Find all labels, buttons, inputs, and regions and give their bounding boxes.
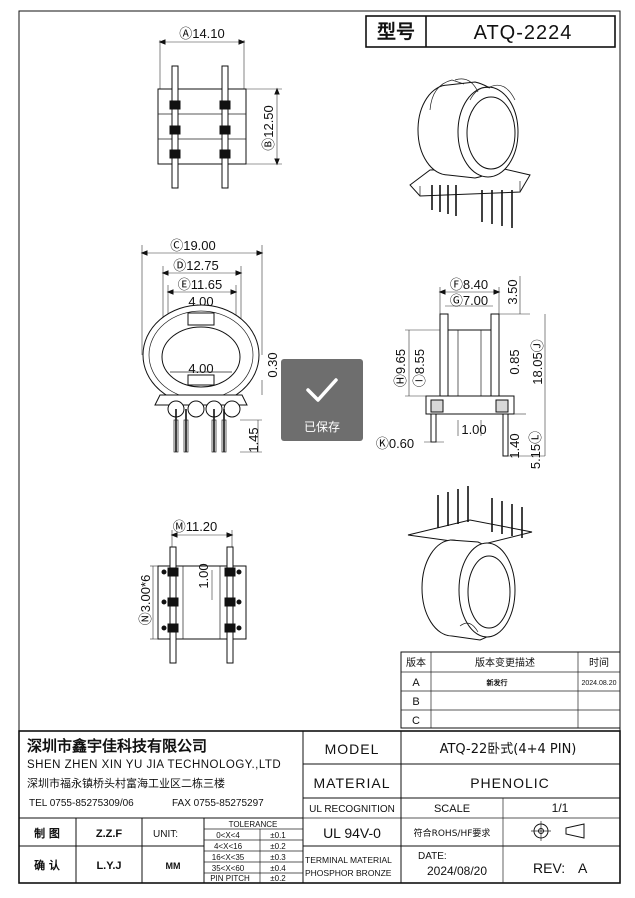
projection-symbol-icon: [531, 821, 585, 841]
model-value: ATQ-22卧式(4+4 PIN): [440, 742, 577, 757]
tolerance-title: TOLERANCE: [229, 820, 278, 829]
dim-a: Ⓐ14.10: [179, 26, 225, 41]
rev-row-a: A: [412, 677, 420, 689]
saved-toast-label: 已保存: [303, 420, 340, 434]
tol-value-3: ±0.3: [270, 853, 286, 862]
terminal-label-1: TERMINAL MATERIAL: [305, 855, 392, 865]
header-model-box: 型号 ATQ-2224: [365, 15, 616, 48]
bottom-view: Ⓜ11.20 Ⓝ3.00*6 1.00: [138, 519, 247, 664]
dim-d: Ⓓ12.75: [173, 258, 219, 273]
tol-value-1: ±0.1: [270, 831, 286, 840]
dim-j: 18.05Ⓙ: [530, 339, 545, 385]
saved-toast: 已保存: [281, 359, 363, 441]
terminal-label-2: PHOSPHOR BRONZE: [305, 868, 392, 878]
dim-b: Ⓑ12.50: [261, 105, 276, 151]
dim-k: Ⓚ0.60: [376, 436, 414, 451]
unit-label: UNIT:: [153, 829, 178, 840]
dim-gap: 0.30: [265, 352, 280, 377]
side-view: Ⓕ8.40 Ⓖ7.00 Ⓗ9.65 Ⓘ8.55 3.50 0.85 18.05Ⓙ…: [376, 276, 546, 469]
unit-value: MM: [166, 861, 181, 871]
scale-value: 1/1: [552, 801, 569, 815]
scale-label: SCALE: [434, 803, 470, 815]
date-label: DATE:: [418, 851, 447, 862]
rev-header-version: 版本: [406, 656, 426, 669]
dim-1-40: 1.40: [507, 433, 522, 458]
dim-f: Ⓕ8.40: [450, 277, 488, 292]
company-name-cn: 深圳市鑫宇佳科技有限公司: [27, 737, 207, 755]
company-address: 深圳市福永镇桥头村富海工业区二栋三楼: [27, 776, 225, 790]
tol-range-3: 16<X<35: [212, 853, 245, 862]
rev-row-c: C: [412, 715, 420, 727]
dim-e: Ⓔ11.65: [178, 277, 223, 292]
dim-n: Ⓝ3.00*6: [138, 575, 153, 626]
dim-3-50: 3.50: [505, 279, 520, 304]
company-fax: FAX 0755-85275297: [172, 798, 264, 809]
dim-pin-len: 1.45: [246, 427, 261, 452]
dim-slot-bottom: 4.00: [188, 361, 213, 376]
rev-row-b: B: [412, 696, 419, 708]
tol-value-2: ±0.2: [270, 842, 286, 851]
dim-m: Ⓜ11.20: [173, 519, 218, 534]
check-value: L.Y.J: [96, 860, 121, 872]
rohs-text: 符合ROHS/HF要求: [414, 827, 491, 839]
dim-1-00-bottom: 1.00: [196, 563, 211, 588]
rev-header-time: 时间: [589, 656, 609, 669]
ul-label: UL RECOGNITION: [309, 804, 395, 815]
iso-view-top: [409, 78, 531, 228]
tol-range-1: 0<X<4: [216, 831, 240, 840]
drawn-label: 制 图: [34, 826, 60, 840]
company-tel: TEL 0755-85275309/06: [29, 798, 134, 809]
dim-h: Ⓗ9.65: [393, 349, 408, 387]
model-label: MODEL: [325, 741, 380, 757]
check-label: 确 认: [34, 858, 61, 872]
ul-value: UL 94V-0: [323, 825, 381, 841]
front-view: Ⓒ19.00 Ⓓ12.75 Ⓔ11.65 4.00 4.00: [140, 238, 280, 453]
revision-table: 版本 版本变更描述 时间 A 新发行 2024.08.20 B C: [400, 651, 621, 729]
top-view: Ⓐ14.10 Ⓑ12.50: [157, 26, 282, 189]
date-value: 2024/08/20: [427, 864, 487, 878]
title-block: 深圳市鑫宇佳科技有限公司 SHEN ZHEN XIN YU JIA TECHNO…: [18, 730, 621, 884]
dim-1-00-side: 1.00: [461, 422, 486, 437]
rev-label: REV:: [533, 860, 565, 876]
tol-range-5: PIN PITCH: [210, 874, 250, 883]
dim-l: 5.15Ⓛ: [528, 431, 543, 469]
material-label: MATERIAL: [314, 775, 391, 791]
rev-header-desc: 版本变更描述: [475, 656, 535, 669]
header-model-value: ATQ-2224: [474, 22, 573, 44]
company-name-en: SHEN ZHEN XIN YU JIA TECHNOLOGY.,LTD: [27, 759, 281, 771]
rev-value: A: [578, 860, 588, 876]
tol-value-4: ±0.4: [270, 864, 286, 873]
iso-view-bottom: [407, 486, 533, 641]
drawn-value: Z.Z.F: [96, 828, 123, 840]
tol-range-2: 4<X<16: [214, 842, 243, 851]
rev-row-a-date: 2024.08.20: [581, 680, 616, 687]
dim-i: Ⓘ8.55: [412, 349, 427, 387]
dim-g: Ⓖ7.00: [450, 293, 488, 308]
checkmark-icon: [306, 378, 338, 402]
header-model-label: 型号: [377, 20, 415, 43]
dim-0-85: 0.85: [507, 349, 522, 374]
rev-row-a-desc: 新发行: [487, 678, 508, 687]
tol-range-4: 35<X<60: [212, 864, 245, 873]
dim-c: Ⓒ19.00: [170, 238, 216, 253]
tol-value-5: ±0.2: [270, 874, 286, 883]
material-value: PHENOLIC: [470, 775, 550, 791]
